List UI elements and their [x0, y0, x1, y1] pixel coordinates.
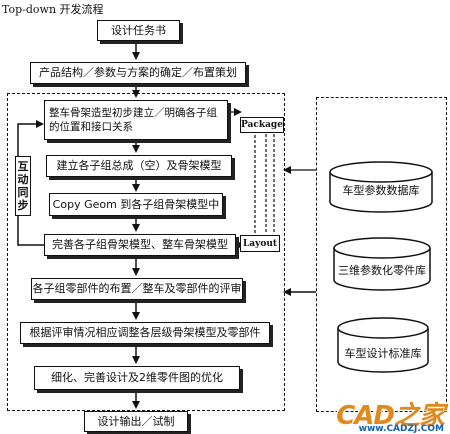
step-copy-geom: Copy Geom 到各子组骨架模型中 [49, 193, 223, 216]
sync-label: 互动同步 [15, 156, 31, 216]
watermark-url: www.CADZJ.COM [358, 424, 444, 434]
step-detail-design: 细化、完善设计及2维零件图的优化 [34, 366, 240, 390]
step-design-brief: 设计任务书 [97, 20, 180, 41]
step-output-trial: 设计输出／试制 [84, 411, 188, 432]
vehicle-parameter-database: 车型参数数据库 [342, 184, 420, 197]
cylinder-shapes [329, 161, 433, 373]
diagram-title: Top-down 开发流程 [2, 3, 104, 16]
step-layout-review: 各子组零部件的布置／整车及零部件的评审 [31, 278, 243, 300]
watermark-brand: CAD之家 [336, 401, 445, 431]
step-refine-skeleton: 完善各子组骨架模型、整车骨架模型 [44, 234, 236, 256]
step-adjust-models: 根据评审情况相应调整各层级骨架模型及零部件 [20, 322, 270, 344]
database-panel [316, 97, 447, 412]
vehicle-design-standards-library: 车型设计标准库 [344, 347, 422, 360]
step-product-structure: 产品结构／参数与方案的确定／布置策划 [30, 62, 246, 84]
skeleton-phase-frame [7, 93, 285, 411]
layout-tag: Layout [240, 235, 280, 252]
watermark-logo: CAD之家 www.CADZJ.COM [336, 395, 445, 434]
package-tag: Package [240, 117, 284, 133]
step-create-subassemblies: 建立各子组总成（空）及骨架模型 [46, 155, 232, 177]
step-initial-skeleton: 整车骨架造型初步建立／明确各子组的位置和接口关系 [44, 100, 228, 140]
3d-parametric-parts-library: 三维参数化零件库 [338, 264, 426, 277]
